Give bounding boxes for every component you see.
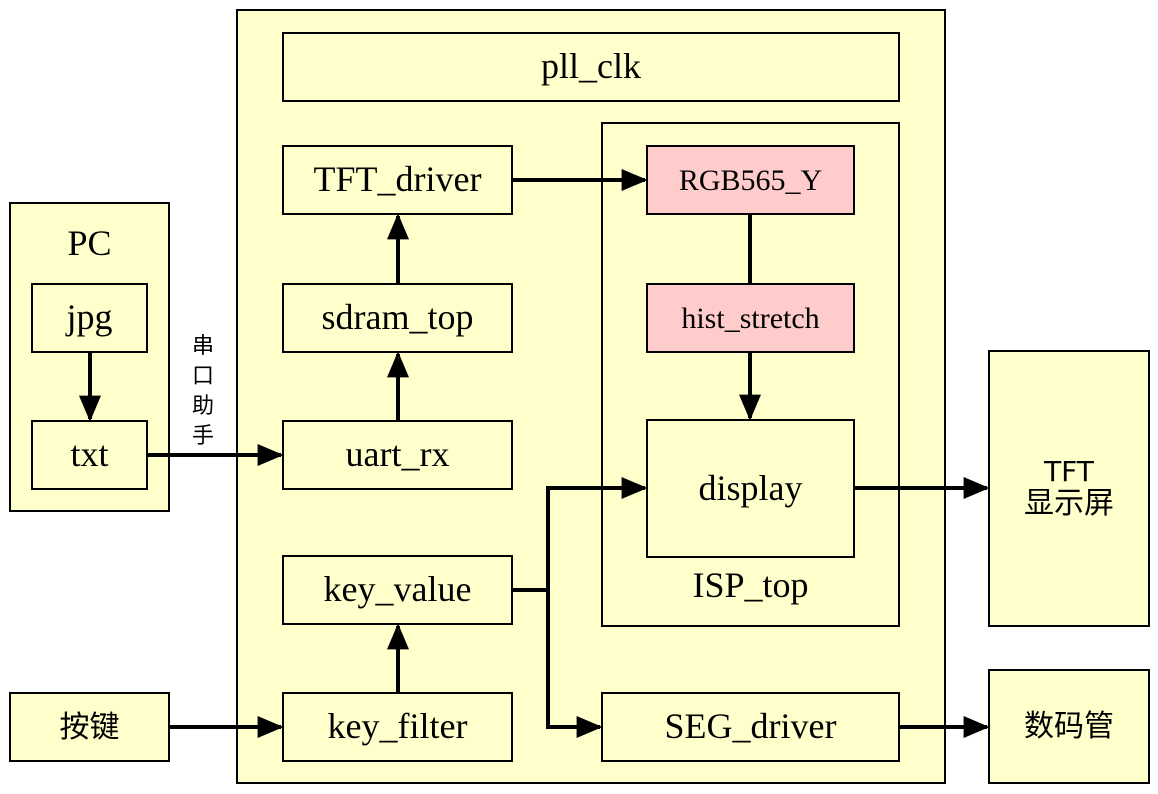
key-value-block: key_value: [282, 555, 513, 625]
hist-stretch-block: hist_stretch: [646, 283, 855, 353]
tft-screen-block: TFT 显示屏: [988, 350, 1150, 627]
sdram-top-block: sdram_top: [282, 283, 513, 353]
key-filter-block: key_filter: [282, 692, 513, 762]
isp-top-title: ISP_top: [692, 565, 809, 605]
key-input-block: 按键: [9, 692, 170, 762]
tft-driver-block: TFT_driver: [282, 145, 513, 215]
serial-assistant-label: 串 口 助 手: [191, 334, 214, 449]
jpg-block: jpg: [31, 283, 148, 353]
tft-screen-line1: TFT: [1044, 454, 1094, 488]
pll-clk-block: pll_clk: [282, 32, 900, 102]
rgb565-y-block: RGB565_Y: [646, 145, 855, 215]
txt-block: txt: [31, 420, 148, 490]
key-value-to-display-arrow: [513, 477, 648, 592]
seg-driver-block: SEG_driver: [601, 692, 900, 762]
uart-rx-block: uart_rx: [282, 420, 513, 490]
seg-display-block: 数码管: [988, 669, 1150, 784]
pc-title: PC: [67, 223, 112, 263]
tft-screen-line2: 显示屏: [1024, 486, 1114, 522]
key-value-to-seg-arrow: [546, 590, 603, 738]
display-block: display: [646, 419, 855, 558]
